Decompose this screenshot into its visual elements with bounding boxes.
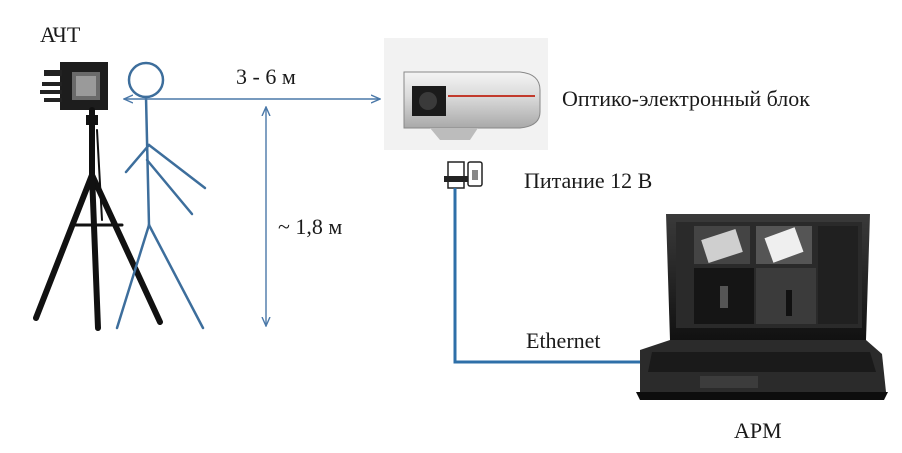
- thermal-camera-icon: [384, 38, 548, 150]
- height-label: ~ 1,8 м: [278, 214, 343, 239]
- blackbody-source-icon: [40, 62, 108, 110]
- bbt-label: АЧТ: [40, 22, 81, 47]
- tripod-icon: [33, 107, 163, 331]
- ethernet-label: Ethernet: [526, 328, 601, 353]
- ethernet-cable: [453, 188, 658, 364]
- power-connector-icon: [444, 161, 483, 189]
- person-stick-figure-icon: [115, 61, 207, 330]
- laptop-icon: [636, 214, 888, 400]
- optical-unit-label: Оптико-электронный блок: [562, 86, 810, 111]
- power-label: Питание 12 В: [524, 168, 653, 193]
- workstation-label: АРМ: [734, 418, 782, 443]
- distance-label: 3 - 6 м: [236, 64, 296, 89]
